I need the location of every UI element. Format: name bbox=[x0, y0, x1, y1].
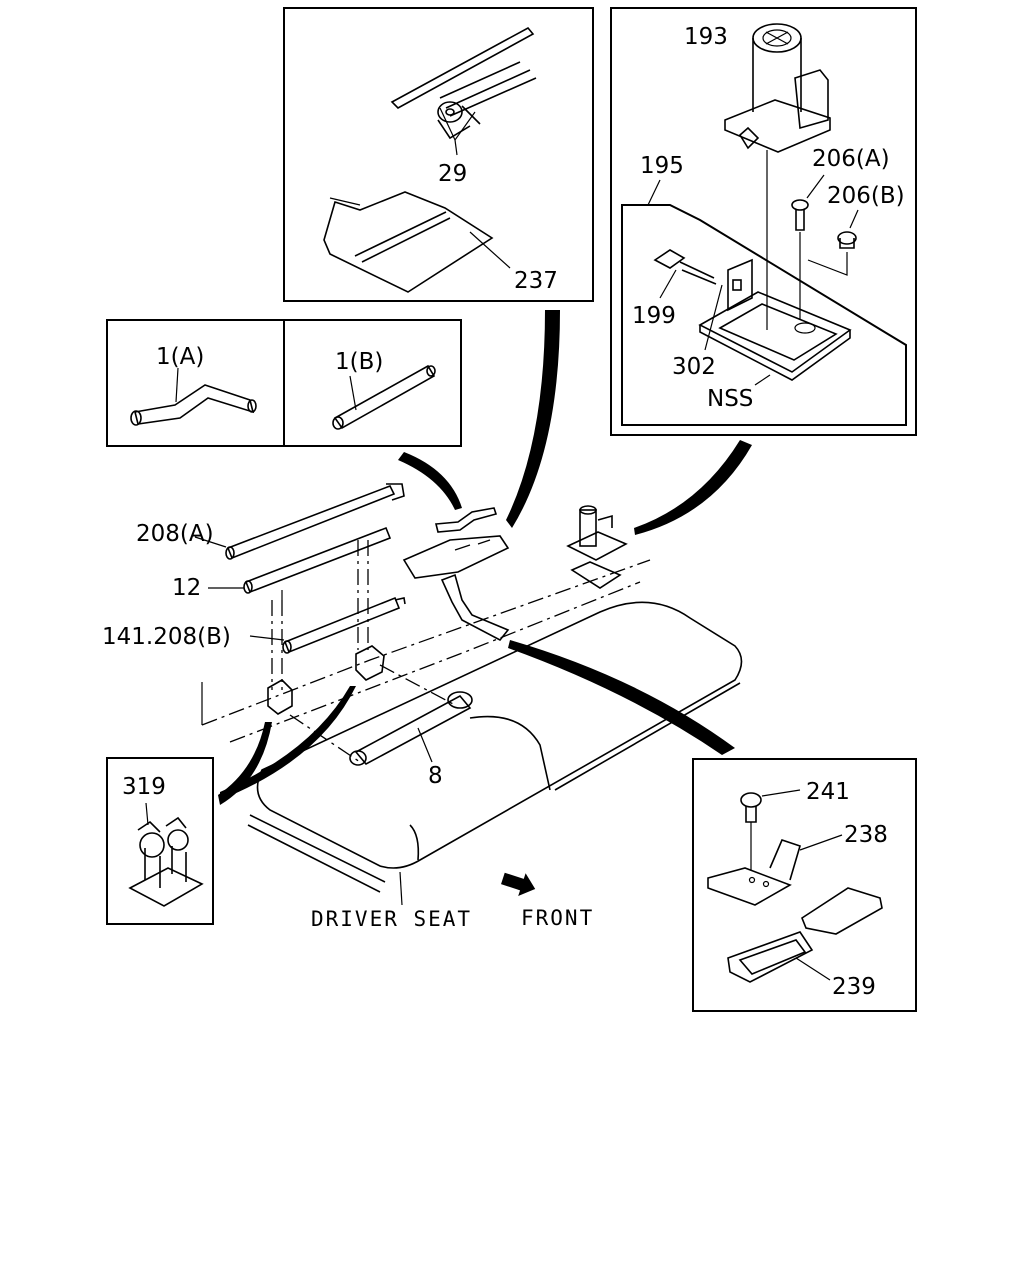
label-302: 302 bbox=[672, 354, 716, 380]
bracket-238-drawing bbox=[707, 834, 843, 906]
label-319: 319 bbox=[122, 774, 166, 800]
inset-handles: 1(A) 1(B) bbox=[106, 319, 462, 447]
inset-tools-bag: 29 237 bbox=[283, 7, 594, 302]
jack-on-seat bbox=[566, 505, 628, 589]
label-195: 195 bbox=[640, 153, 684, 179]
handle-on-seat bbox=[434, 507, 498, 533]
label-206b: 206(B) bbox=[827, 183, 905, 209]
label-241: 241 bbox=[806, 779, 850, 805]
label-nss: NSS bbox=[707, 386, 753, 412]
tube-12-drawing bbox=[243, 526, 392, 594]
wrench-8-drawing bbox=[349, 691, 473, 766]
jack-tray-drawing bbox=[698, 258, 852, 381]
label-208a: 208(A) bbox=[136, 521, 214, 547]
label-1b: 1(B) bbox=[335, 349, 383, 375]
handle-1b-drawing bbox=[332, 364, 436, 430]
label-29: 29 bbox=[438, 161, 467, 187]
inset-jack: 193 195 206(A) 206(B) bbox=[610, 7, 917, 436]
tube-208a-drawing bbox=[225, 483, 405, 560]
label-193: 193 bbox=[684, 24, 728, 50]
main-assembly: 208(A) 12 141.208(B) 8 bbox=[102, 483, 743, 893]
tube-141-drawing bbox=[282, 596, 406, 654]
bag-on-seat bbox=[402, 535, 510, 642]
bracket-319-drawing bbox=[128, 802, 204, 907]
label-206a: 206(A) bbox=[812, 146, 890, 172]
bolt-199-drawing bbox=[653, 249, 717, 299]
tool-29-drawing bbox=[390, 26, 537, 156]
label-driver-seat: DRIVER SEAT bbox=[311, 907, 472, 931]
handle-1a-drawing bbox=[130, 367, 257, 426]
label-141-208b: 141.208(B) bbox=[102, 624, 231, 650]
label-front: FRONT bbox=[521, 906, 594, 930]
inset-bracket-319: 319 bbox=[106, 757, 214, 925]
jack-193-drawing bbox=[724, 23, 831, 153]
label-237: 237 bbox=[514, 268, 558, 294]
seat-drawing bbox=[247, 601, 743, 893]
label-8: 8 bbox=[428, 763, 443, 789]
bolt-241-drawing bbox=[740, 789, 801, 870]
label-199: 199 bbox=[632, 303, 676, 329]
label-239: 239 bbox=[832, 974, 876, 1000]
bag-237-drawing bbox=[323, 191, 511, 293]
inset-straps: 241 238 239 bbox=[692, 758, 917, 1012]
strap-239-drawing bbox=[727, 887, 883, 983]
label-1a: 1(A) bbox=[156, 344, 204, 370]
bolt-206a-drawing bbox=[791, 174, 825, 231]
label-12: 12 bbox=[172, 575, 201, 601]
label-238: 238 bbox=[844, 822, 888, 848]
pointer-arrows bbox=[218, 310, 752, 805]
clip-brackets-drawing bbox=[267, 645, 385, 715]
front-arrow-icon bbox=[501, 872, 536, 897]
bolt-206b-drawing bbox=[837, 209, 859, 249]
